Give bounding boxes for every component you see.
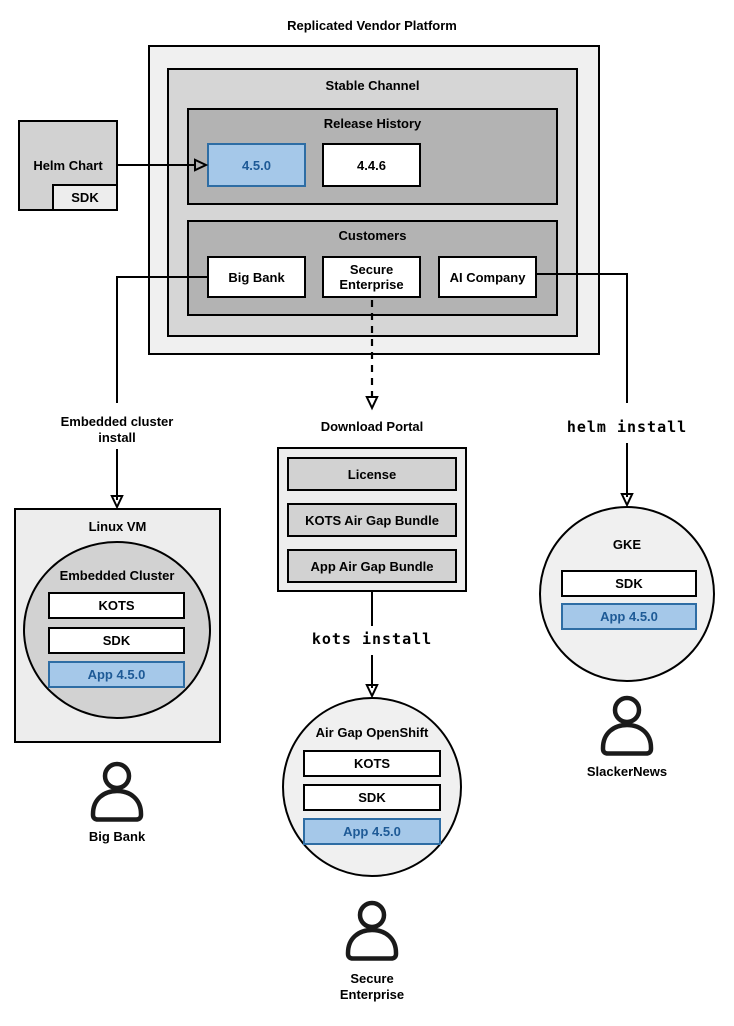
helm-chart-sdk-chip: SDK	[52, 184, 118, 211]
openshift-app-chip: App 4.5.0	[303, 818, 441, 845]
stable-channel-label: Stable Channel	[325, 78, 420, 93]
diagram-title: Replicated Vendor Platform	[287, 18, 457, 33]
helm-install-label: helm install	[566, 418, 688, 436]
kots-air-gap-bundle-chip: KOTS Air Gap Bundle	[287, 503, 457, 537]
linux-vm-kots-chip: KOTS	[48, 592, 185, 619]
gke-app-chip: App 4.5.0	[561, 603, 697, 630]
secure-enterprise-person-icon	[348, 903, 396, 959]
kots-install-label: kots install	[311, 630, 433, 648]
customer-big-bank: Big Bank	[207, 256, 306, 298]
customer-ai-company: AI Company	[438, 256, 537, 298]
persona-big-bank-label: Big Bank	[88, 829, 146, 844]
embedded-cluster-install-label: Embedded cluster install	[60, 414, 174, 445]
gke-label: GKE	[612, 537, 642, 552]
slackernews-person-icon	[603, 698, 651, 754]
release-4-4-6: 4.4.6	[322, 143, 421, 187]
download-portal-label: Download Portal	[320, 419, 424, 434]
linux-vm-label: Linux VM	[88, 519, 147, 534]
air-gap-openshift-label: Air Gap OpenShift	[315, 725, 429, 740]
license-chip: License	[287, 457, 457, 491]
embedded-cluster-label: Embedded Cluster	[59, 568, 175, 583]
openshift-sdk-chip: SDK	[303, 784, 441, 811]
app-air-gap-bundle-chip: App Air Gap Bundle	[287, 549, 457, 583]
release-4-5-0: 4.5.0	[207, 143, 306, 187]
persona-slackernews-label: SlackerNews	[586, 764, 668, 779]
big-bank-person-icon	[93, 764, 141, 820]
persona-secure-enterprise-label: Secure Enterprise	[339, 971, 405, 1002]
gke-sdk-chip: SDK	[561, 570, 697, 597]
openshift-kots-chip: KOTS	[303, 750, 441, 777]
linux-vm-sdk-chip: SDK	[48, 627, 185, 654]
linux-vm-app-chip: App 4.5.0	[48, 661, 185, 688]
release-history-label: Release History	[323, 116, 422, 131]
customers-label: Customers	[338, 228, 407, 243]
customer-secure-enterprise: Secure Enterprise	[322, 256, 421, 298]
